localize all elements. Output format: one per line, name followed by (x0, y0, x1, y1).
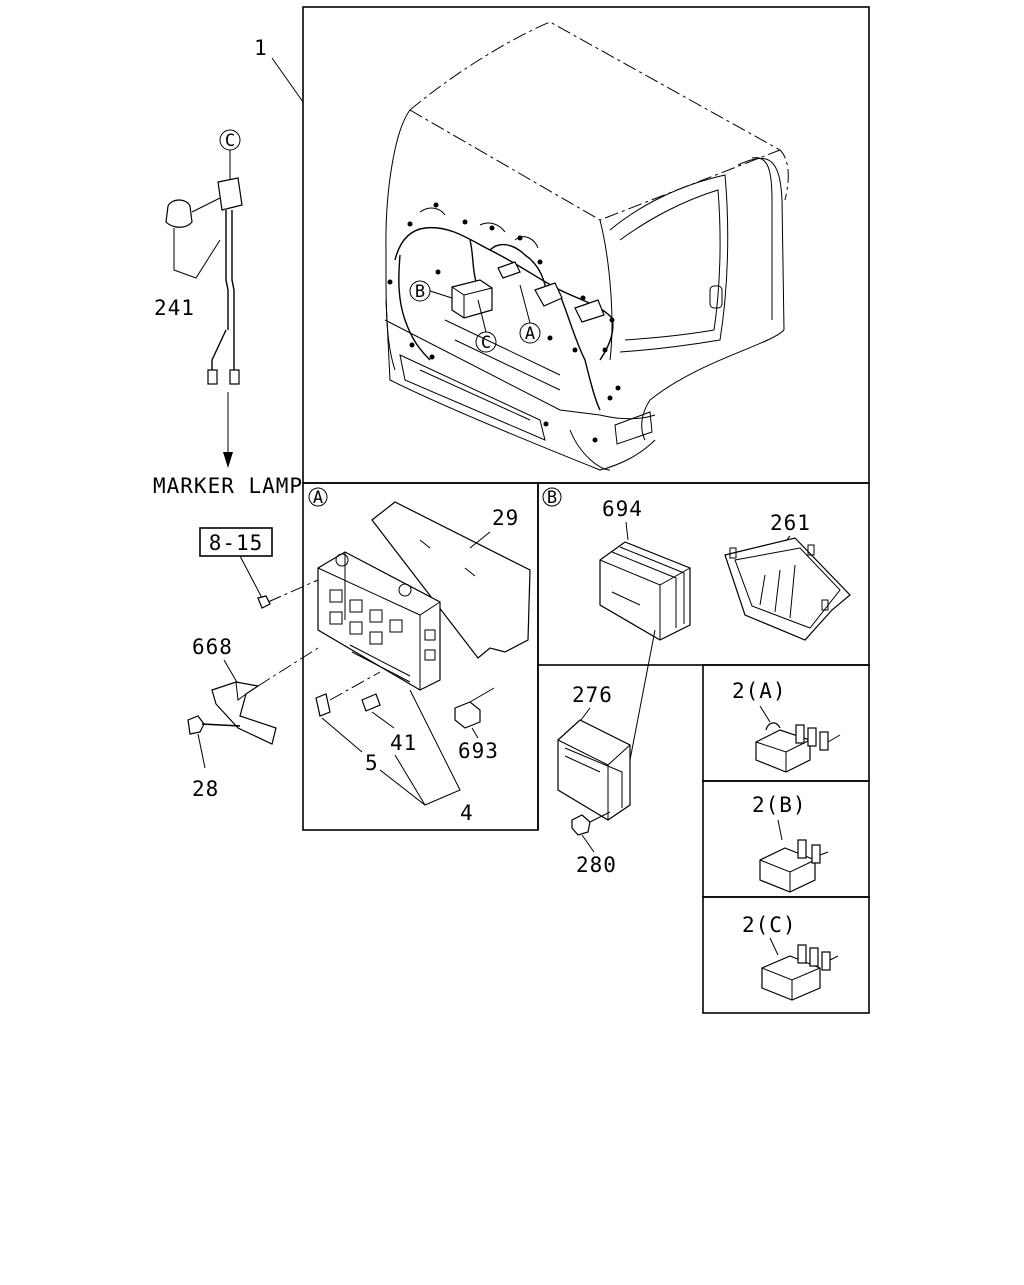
svg-text:1: 1 (254, 36, 268, 60)
svg-text:B: B (415, 282, 425, 302)
detail-a: A 29 41 5 4 (257, 487, 531, 825)
label-part-1: 1 (254, 36, 304, 103)
bracket-668: 668 (192, 635, 277, 745)
nut-280: 280 (571, 811, 617, 877)
module-276: 276 (557, 683, 631, 821)
svg-text:276: 276 (572, 683, 613, 707)
truck-cab-illustration: B C A (384, 21, 789, 471)
svg-text:4: 4 (460, 801, 474, 825)
callout-a-cab: A (519, 284, 541, 344)
callout-c-cab: C (475, 299, 497, 353)
ref-8-15: 8-15 (199, 527, 273, 609)
svg-text:241: 241 (154, 296, 195, 320)
svg-text:694: 694 (602, 497, 643, 521)
svg-text:A: A (313, 488, 323, 508)
svg-text:5: 5 (365, 751, 379, 775)
panel-frames (302, 6, 870, 1014)
detail-b: B 694 261 (542, 487, 851, 761)
svg-text:2(A): 2(A) (732, 679, 787, 703)
svg-text:C: C (225, 131, 235, 151)
svg-text:A: A (525, 324, 535, 344)
svg-text:8-15: 8-15 (209, 531, 264, 555)
svg-text:261: 261 (770, 511, 811, 535)
svg-text:2(B): 2(B) (752, 793, 807, 817)
relay-2b: 2(B) (752, 793, 829, 893)
svg-text:41: 41 (390, 731, 417, 755)
svg-text:MARKER LAMP: MARKER LAMP (153, 474, 303, 498)
relay-2c: 2(C) (742, 913, 839, 1001)
svg-text:2(C): 2(C) (742, 913, 797, 937)
relay-2a: 2(A) (732, 679, 841, 773)
bolt-28: 28 (187, 715, 241, 801)
callout-b-cab: B (409, 280, 453, 302)
svg-text:29: 29 (492, 506, 519, 530)
svg-text:B: B (547, 488, 557, 508)
svg-text:C: C (481, 333, 491, 353)
svg-text:668: 668 (192, 635, 233, 659)
svg-text:28: 28 (192, 777, 219, 801)
svg-text:693: 693 (458, 739, 499, 763)
svg-text:280: 280 (576, 853, 617, 877)
marker-lamp-harness: C 241 MARKER LAMP (153, 129, 303, 498)
